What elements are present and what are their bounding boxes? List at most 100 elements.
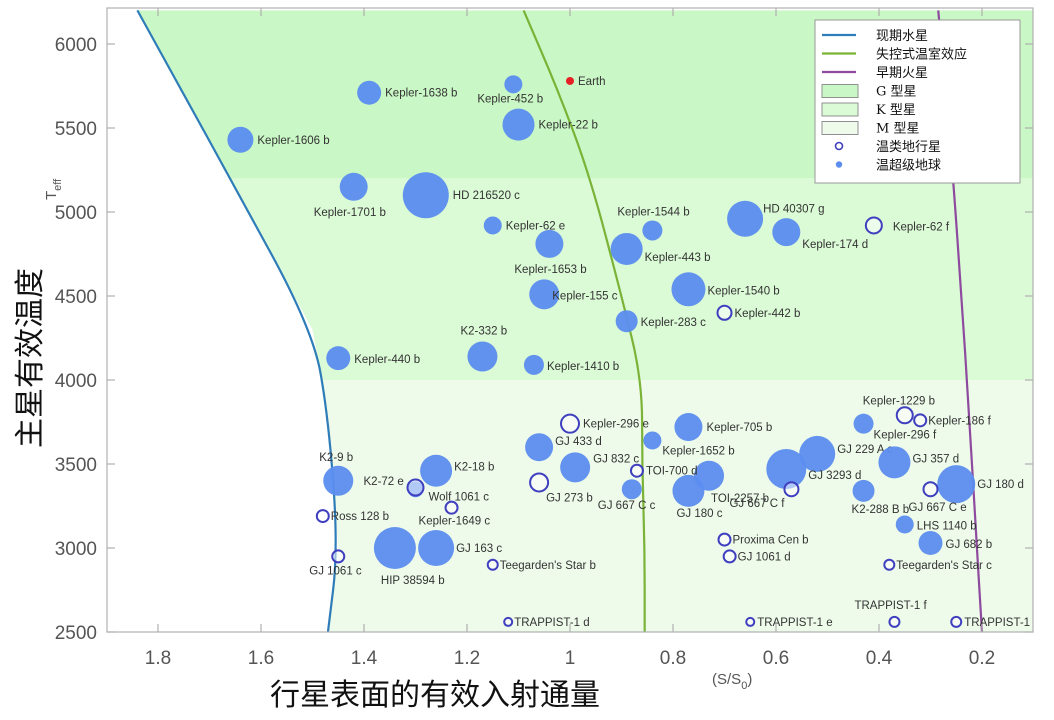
hollow-marker-icon [486, 558, 499, 571]
filled-marker-icon [895, 515, 914, 534]
filled-marker-icon [525, 433, 554, 462]
planet-label: Kepler-62 f [893, 221, 950, 233]
hollow-marker-icon [883, 558, 896, 571]
filled-marker-icon [621, 479, 642, 500]
planet-marker: GJ 433 d [525, 433, 602, 462]
hollow-marker-icon [950, 615, 963, 628]
hollow-marker-icon [315, 509, 330, 524]
planet-label: TOI-700 d [646, 466, 698, 478]
planet-label: GJ 667 C e [909, 502, 967, 514]
filled-marker-icon [418, 530, 455, 566]
planet-marker: Kepler-174 d [772, 218, 868, 251]
planet-marker: Kepler-1652 b [643, 431, 735, 457]
legend-label: 早期火星 [876, 66, 928, 81]
planet-label: TRAPPIST-1 d [514, 617, 589, 629]
legend-label: G 型星 [876, 85, 917, 100]
planet-marker: Kepler-283 c [615, 310, 706, 333]
legend-label: K 型星 [876, 103, 916, 118]
hollow-marker-icon [922, 481, 939, 498]
filled-marker-icon [727, 200, 764, 237]
planet-marker: Kepler-1638 b [357, 80, 457, 105]
filled-marker-icon [610, 232, 643, 265]
planet-marker: Kepler-442 b [716, 304, 801, 321]
planet-marker: GJ 229 A c [799, 435, 893, 472]
planet-marker: Kepler-155 c [529, 279, 618, 310]
planet-label: Kepler-1638 b [385, 88, 457, 100]
planet-label: Kepler-442 b [735, 308, 801, 320]
planet-marker: Kepler-1649 c [419, 500, 490, 528]
hollow-marker-icon [745, 616, 756, 627]
planet-label: GJ 1061 c [309, 565, 362, 577]
hollow-marker-icon [406, 478, 425, 497]
legend-item: 温超级地球 [835, 159, 941, 174]
planet-marker: GJ 667 C c [598, 479, 656, 512]
planet-marker: HD 216520 c [402, 172, 520, 219]
planet-marker: GJ 667 C e [909, 481, 967, 514]
hollow-marker-icon [722, 549, 737, 564]
x-axis-label: 行星表面的有效入射通量 [270, 678, 600, 713]
planet-marker: Kepler-1540 b [671, 272, 780, 307]
planet-marker: Kepler-1229 b [863, 395, 935, 425]
planet-marker: K2-18 b [420, 454, 494, 487]
planet-label: Teegarden's Star c [896, 560, 992, 572]
filled-marker-icon [694, 460, 725, 491]
hollow-marker-icon [864, 216, 883, 235]
hollow-marker-icon [717, 532, 732, 547]
planet-label: Kepler-296 e [583, 419, 649, 431]
planet-marker: GJ 3293 d [766, 449, 861, 490]
planet-label: HD 216520 c [453, 190, 520, 202]
planet-marker: TOI-2257 b [694, 460, 769, 505]
boundary-line [522, 9, 646, 632]
filled-marker-icon [529, 279, 560, 310]
y-tick-label: 3500 [55, 455, 97, 476]
planet-marker: GJ 682 b [918, 530, 992, 555]
planet-label: TRAPPIST-1 e [757, 617, 832, 629]
filled-marker-icon [937, 465, 976, 504]
x-tick-label: 0.4 [866, 648, 893, 669]
planet-marker: Teegarden's Star b [486, 558, 596, 572]
planet-marker: Kepler-296 f [853, 413, 937, 442]
planet-label: Kepler-705 b [706, 422, 772, 434]
filled-marker-icon [523, 354, 544, 375]
planet-label: Teegarden's Star b [500, 560, 596, 572]
filled-marker-icon [402, 172, 449, 219]
legend-label: 失控式温室效应 [876, 47, 967, 63]
planet-label: TRAPPIST-1 g [964, 617, 1039, 629]
hollow-marker-icon [888, 615, 901, 628]
y-tick-label: 4000 [55, 371, 97, 392]
filled-marker-icon [502, 108, 535, 141]
planet-label: GJ 180 c [676, 508, 722, 520]
x-tick-label: 1 [565, 648, 576, 669]
planet-label: Kepler-22 b [539, 120, 598, 132]
planet-marker: GJ 1061 c [309, 549, 362, 577]
filled-marker-icon [766, 449, 807, 490]
planet-label: K2-18 b [454, 462, 494, 474]
filled-marker-icon [483, 216, 502, 235]
filled-marker-icon [535, 229, 564, 258]
planet-marker: Kepler-1544 b [617, 206, 690, 241]
legend-item: 现期水星 [822, 29, 928, 44]
planet-marker: Kepler-1653 b [514, 229, 587, 276]
filled-marker-icon [373, 527, 416, 569]
filled-marker-icon [504, 75, 523, 94]
planet-label: Kepler-1701 b [314, 207, 386, 219]
planet-label: Kepler-174 d [802, 239, 868, 251]
filled-marker-icon [878, 446, 911, 479]
planet-marker: Kepler-443 b [610, 232, 711, 265]
planet-marker: GJ 832 c [560, 452, 639, 483]
y-tick-label: 6000 [55, 35, 97, 56]
planet-marker: Kepler-22 b [502, 108, 598, 141]
legend-filled-marker-icon [835, 161, 843, 168]
planet-label: TRAPPIST-1 f [854, 600, 927, 612]
planet-label: Kepler-283 c [641, 317, 706, 329]
hollow-marker-icon [503, 616, 514, 627]
x-axis-unit: (S/S0) [712, 671, 752, 692]
y-axis-unit: Teff [43, 178, 64, 200]
planet-label: Kepler-1540 b [707, 285, 779, 297]
hollow-marker-icon [560, 413, 580, 434]
legend-item: 温类地行星 [834, 140, 941, 155]
planet-label: GJ 1061 d [738, 551, 791, 563]
planet-label: K2-288 B b [852, 504, 910, 516]
hollow-marker-icon [331, 549, 346, 564]
